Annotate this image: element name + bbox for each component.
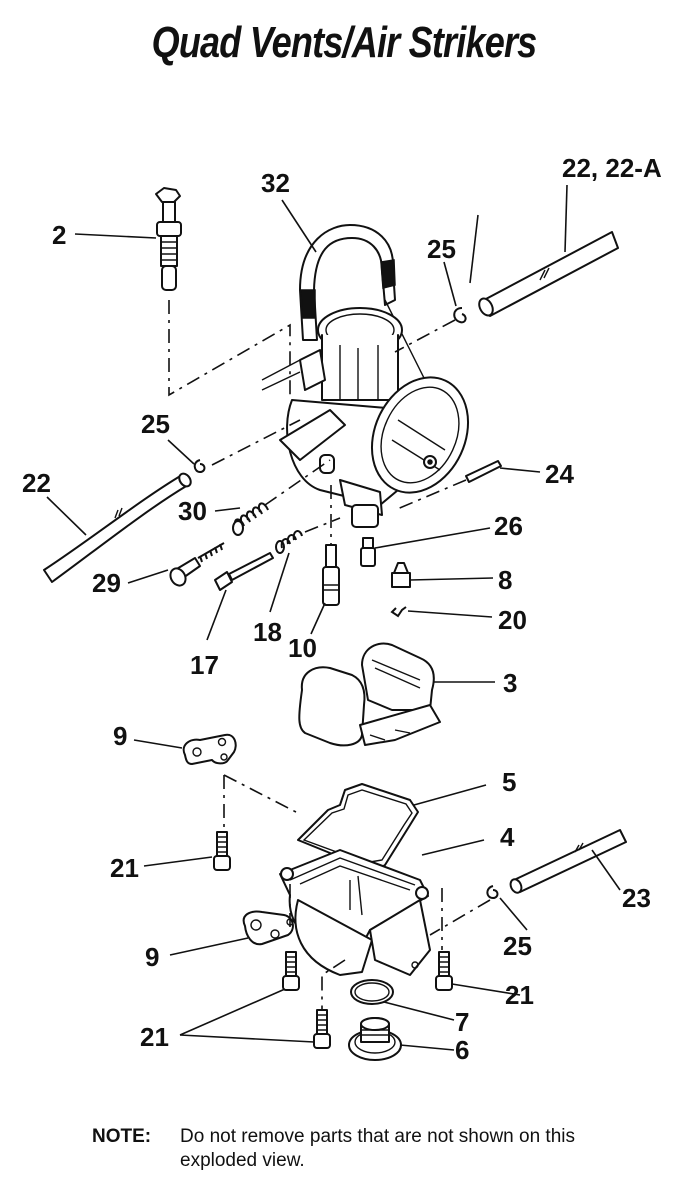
callout-2: 2 [52,220,66,250]
part-8-jet [391,562,411,588]
part-7-o-ring [350,979,394,1005]
callout-26: 26 [494,511,523,541]
callout-24: 24 [545,459,574,489]
callout-23: 23 [622,883,651,913]
callout-30: 30 [178,496,207,526]
callout-18: 18 [253,617,282,647]
note-label: NOTE: [92,1126,152,1147]
part-21-screw-right [435,951,453,991]
callout-20: 20 [498,605,527,635]
part-21-screw-bottom [313,1009,331,1049]
note-block: NOTE: Do not remove parts that are not sh… [92,1125,620,1173]
callout-3: 3 [503,668,517,698]
part-10-needle-jet [322,485,340,606]
callout-22-left: 22 [22,468,51,498]
callout-22-22a: 22, 22-A [562,153,662,183]
part-6-drain-plug [348,1017,402,1061]
part-25-clip-left [193,459,206,474]
callout-29: 29 [92,568,121,598]
part-21-screw-left [213,831,231,871]
part-25-clip-bottom [486,885,499,900]
note-text: Do not remove parts that are not shown o… [180,1126,575,1171]
part-9-bracket-top [182,733,237,765]
callout-21-left: 21 [110,853,139,883]
callout-21-bottom: 21 [140,1022,169,1052]
callout-5: 5 [502,767,516,797]
part-17-needle [214,552,274,591]
part-30-spring [232,502,269,536]
part-22-tube-left [43,472,192,583]
part-23-tube [509,829,627,894]
callout-8: 8 [498,565,512,595]
callout-4: 4 [500,822,515,852]
part-25-clip-top [453,307,467,324]
part-29-screw [169,542,225,587]
part-3-float [298,642,441,747]
callout-7: 7 [455,1007,469,1037]
callout-9-bottom: 9 [145,942,159,972]
part-4-float-bowl [279,849,431,976]
callout-32: 32 [261,168,290,198]
callout-25-left: 25 [141,409,170,439]
callout-25-bottom: 25 [503,931,532,961]
callout-17: 17 [190,650,219,680]
part-24-pin [465,460,502,483]
callout-21-right: 21 [505,980,534,1010]
page-title: Quad Vents/Air Strikers [151,18,538,67]
part-20-clip [390,606,407,618]
part-2-screw [155,187,182,291]
callout-25-top: 25 [427,234,456,264]
callout-6: 6 [455,1035,469,1065]
callout-10: 10 [288,633,317,663]
part-carburetor-body [261,307,470,528]
part-18-spring [275,530,303,554]
callout-9-top: 9 [113,721,127,751]
part-26-jet [360,537,376,567]
part-9-bracket-bottom [242,910,294,946]
part-21-screw-mid [282,951,300,991]
part-22-22a-tube [478,231,619,317]
